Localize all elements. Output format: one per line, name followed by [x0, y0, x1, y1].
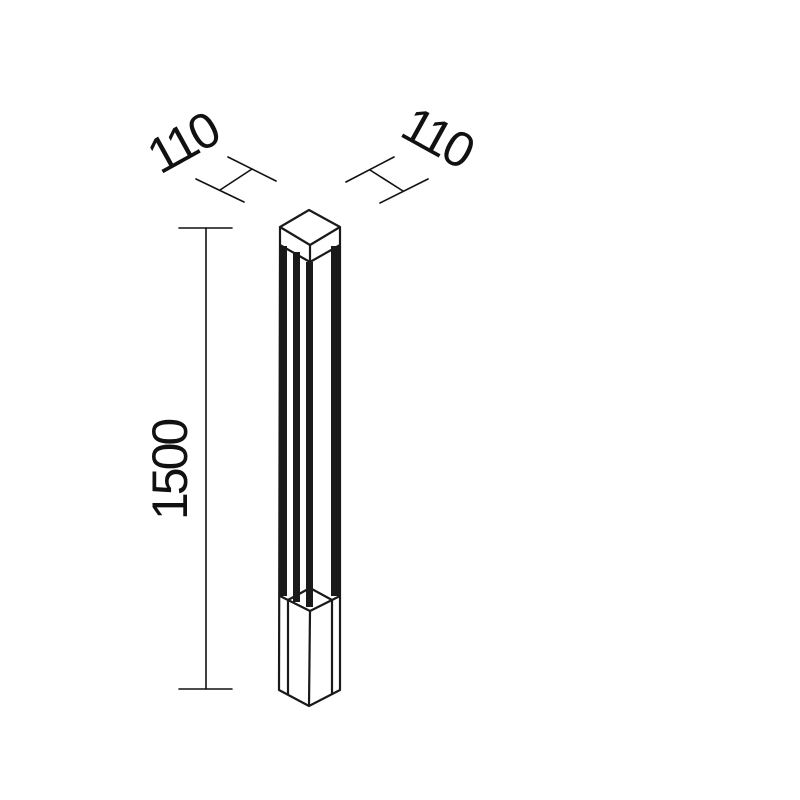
cap-top-face [278, 208, 342, 247]
frame-bar-right [331, 246, 340, 596]
dim-line-left [219, 168, 253, 191]
frame-bar-left-outer [279, 246, 287, 596]
dim-tick-right-b [379, 178, 429, 204]
height-label: 1500 [142, 420, 198, 520]
frame-bar-center [306, 262, 313, 607]
frame-bar-left-inner [293, 252, 300, 602]
width-dimension-left: 110 [138, 101, 277, 203]
height-dimension: 1500 [142, 227, 233, 690]
dim-line-right [369, 169, 404, 192]
bollard-post [277, 208, 342, 708]
base-corner-right [331, 595, 341, 601]
width-label-left: 110 [138, 101, 228, 185]
width-label-right: 110 [393, 96, 483, 180]
width-dimension-right: 110 [345, 96, 483, 204]
base-corner-left [279, 595, 289, 601]
base-edge-center [307, 610, 312, 707]
